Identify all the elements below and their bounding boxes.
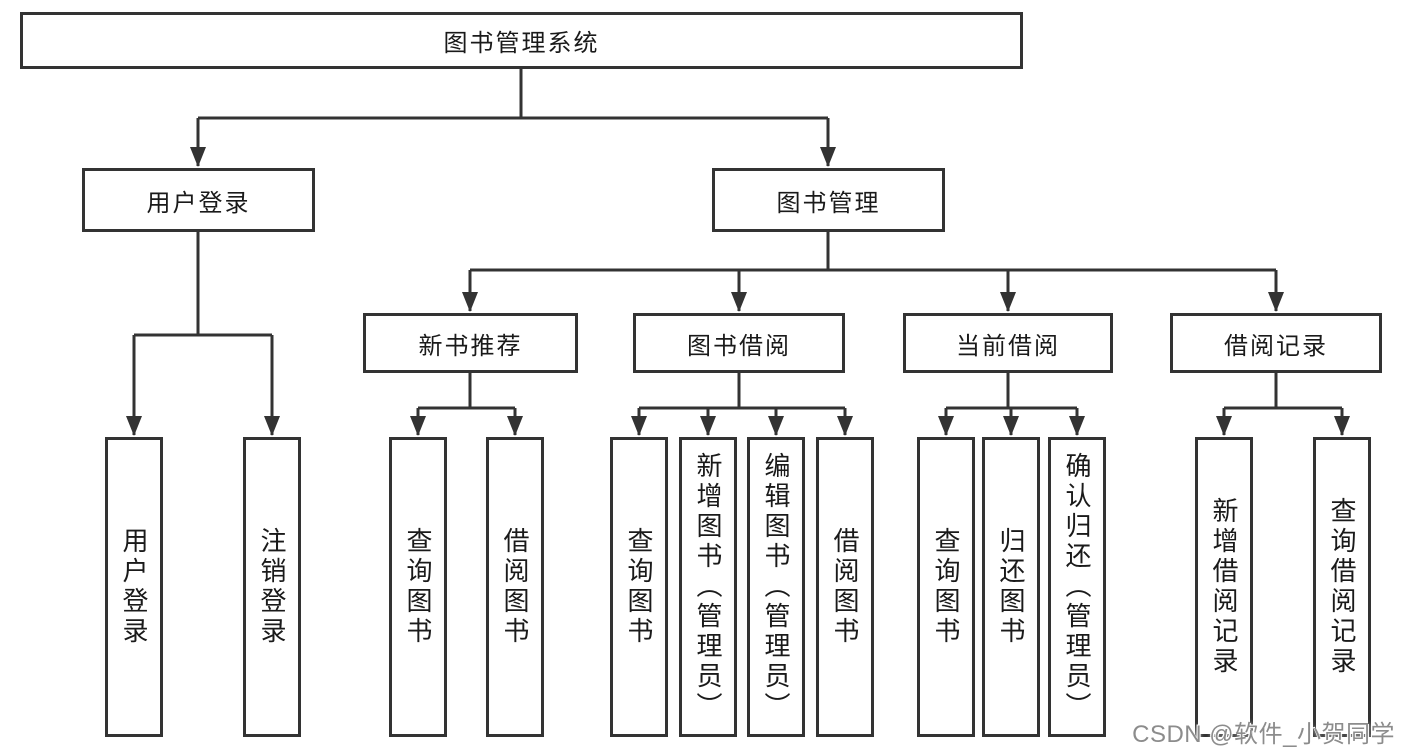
leaf-query-books-borrowing: 查询图书 bbox=[610, 437, 668, 737]
leaf-confirm-return-admin: 确认归还（管理员） bbox=[1048, 437, 1106, 737]
leaf-return-books: 归还图书 bbox=[982, 437, 1040, 737]
leaf-logout-login: 注销登录 bbox=[243, 437, 301, 737]
node-current-borrowing: 当前借阅 bbox=[903, 313, 1113, 373]
node-new-book-recommendation: 新书推荐 bbox=[363, 313, 578, 373]
leaf-query-books-current: 查询图书 bbox=[917, 437, 975, 737]
leaf-query-books-recommend: 查询图书 bbox=[389, 437, 447, 737]
csdn-watermark: CSDN @软件_小贺同学 bbox=[1132, 721, 1395, 747]
leaf-query-borrow-record: 查询借阅记录 bbox=[1313, 437, 1371, 737]
leaf-add-borrow-record: 新增借阅记录 bbox=[1195, 437, 1253, 737]
leaf-borrow-books-borrowing: 借阅图书 bbox=[816, 437, 874, 737]
node-borrowing-records: 借阅记录 bbox=[1170, 313, 1382, 373]
node-user-login: 用户登录 bbox=[82, 168, 315, 232]
node-book-management: 图书管理 bbox=[712, 168, 945, 232]
leaf-edit-books-admin: 编辑图书（管理员） bbox=[747, 437, 805, 737]
node-book-borrowing: 图书借阅 bbox=[633, 313, 845, 373]
leaf-user-login: 用户登录 bbox=[105, 437, 163, 737]
leaf-borrow-books-recommend: 借阅图书 bbox=[486, 437, 544, 737]
leaf-add-books-admin: 新增图书（管理员） bbox=[679, 437, 737, 737]
node-library-management-system: 图书管理系统 bbox=[20, 12, 1023, 69]
